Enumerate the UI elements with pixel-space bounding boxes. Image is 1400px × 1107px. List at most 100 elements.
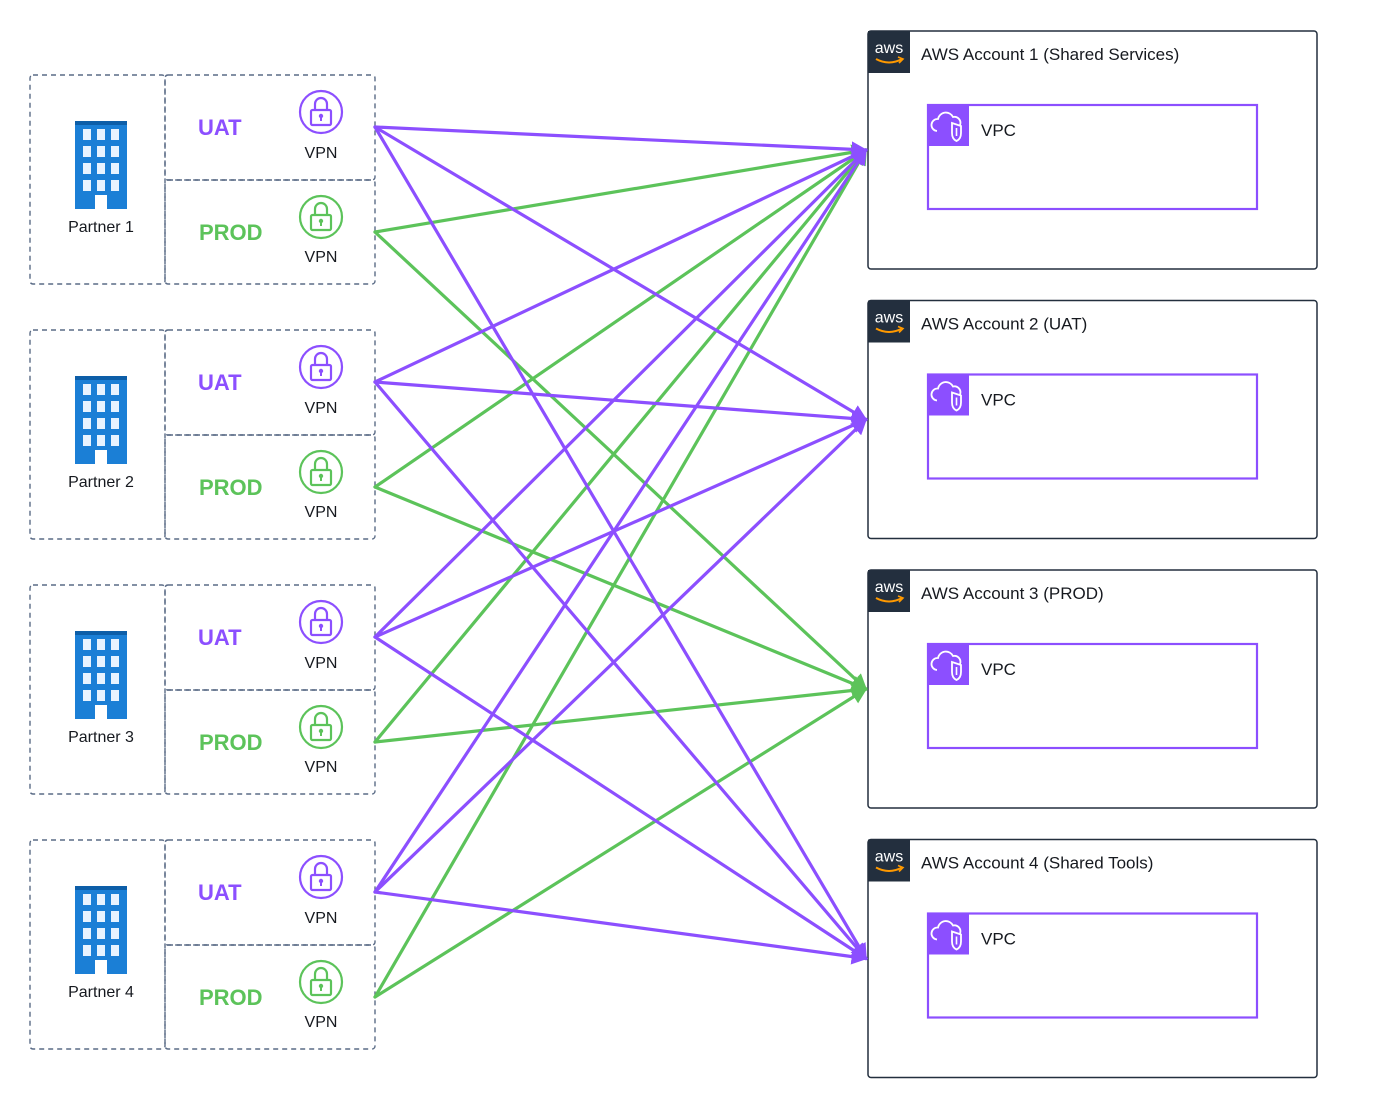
vpn-label: VPN [305, 759, 338, 776]
vpc-label: VPC [981, 391, 1016, 410]
prod-connection-line [373, 144, 868, 234]
uat-label: UAT [198, 115, 242, 140]
padlock-icon [298, 344, 344, 390]
padlock-icon [298, 599, 344, 645]
building-icon [75, 631, 127, 719]
prod-connection-line [373, 687, 868, 999]
vpc-cloud-shield-icon [928, 374, 969, 416]
padlock-icon [298, 959, 344, 1005]
vpn-label: VPN [305, 400, 338, 417]
uat-connection-line [373, 148, 868, 639]
aws-logo-text: aws [875, 579, 903, 596]
vpc-label: VPC [981, 930, 1016, 949]
uat-vpn-box [164, 839, 376, 946]
uat-vpn-box [164, 329, 376, 436]
vpn-label: VPN [305, 1014, 338, 1031]
uat-label: UAT [198, 880, 242, 905]
uat-connection-line [373, 148, 868, 384]
uat-connection-line [373, 417, 868, 894]
partner-box [29, 584, 166, 795]
partner-label: Partner 2 [68, 474, 134, 491]
uat-connection-line [373, 635, 868, 961]
aws-account-box: aws AWS Account 3 (PROD) VPC [867, 569, 1318, 809]
partner-label: Partner 1 [68, 219, 134, 236]
aws-logo-text: aws [875, 310, 903, 327]
partner-box [29, 839, 166, 1050]
padlock-icon [298, 194, 344, 240]
partner-group: Partner 1 UAT VPN PROD VPN [29, 74, 376, 285]
aws-logo-text: aws [875, 849, 903, 866]
padlock-icon [298, 854, 344, 900]
prod-connection-line [373, 682, 868, 744]
aws-account-box: aws AWS Account 2 (UAT) VPC [867, 299, 1318, 540]
partner-group: Partner 2 UAT VPN PROD VPN [29, 329, 376, 540]
padlock-icon [298, 449, 344, 495]
account-title: AWS Account 3 (PROD) [921, 584, 1104, 603]
uat-connection-line [373, 417, 868, 639]
prod-label: PROD [199, 475, 263, 500]
uat-vpn-box [164, 584, 376, 691]
aws-account-box: aws AWS Account 4 (Shared Tools) VPC [867, 838, 1318, 1079]
uat-label: UAT [198, 370, 242, 395]
prod-connection-line [373, 230, 868, 691]
vpc-box [926, 642, 1259, 750]
uat-connection-line [373, 380, 868, 427]
vpc-label: VPC [981, 121, 1016, 140]
prod-vpn-box [164, 179, 376, 285]
account-title: AWS Account 1 (Shared Services) [921, 45, 1179, 64]
aws-account-box: aws AWS Account 1 (Shared Services) VPC [867, 30, 1318, 270]
account-frame [867, 30, 1318, 270]
vpc-label: VPC [981, 660, 1016, 679]
vpc-cloud-shield-icon [928, 913, 969, 955]
partner-box [29, 329, 166, 540]
prod-label: PROD [199, 220, 263, 245]
partner-label: Partner 4 [68, 984, 134, 1001]
aws-logo-text: aws [875, 40, 903, 57]
aws-logo-icon: aws [868, 570, 910, 612]
aws-logo-icon: aws [868, 31, 910, 73]
vpn-label: VPN [305, 145, 338, 162]
account-frame [867, 299, 1318, 540]
uat-connection-line [373, 890, 868, 965]
prod-connection-line [373, 148, 868, 999]
vpn-label: VPN [305, 249, 338, 266]
building-icon [75, 376, 127, 464]
vpc-box [926, 912, 1259, 1019]
aws-logo-icon: aws [868, 300, 910, 343]
prod-vpn-box [164, 434, 376, 540]
vpc-cloud-shield-icon [928, 105, 969, 146]
vpc-box [926, 373, 1259, 480]
uat-connection-line [373, 125, 868, 422]
uat-connection-line [373, 125, 868, 961]
account-title: AWS Account 4 (Shared Tools) [921, 854, 1153, 873]
partner-group: Partner 3 UAT VPN PROD VPN [29, 584, 376, 795]
prod-connection-line [373, 485, 868, 691]
uat-connection-line [373, 380, 868, 961]
vpn-label: VPN [305, 655, 338, 672]
uat-vpn-box [164, 74, 376, 181]
account-frame [867, 569, 1318, 809]
prod-vpn-box [164, 944, 376, 1050]
uat-connection-line [373, 148, 868, 894]
partner-label: Partner 3 [68, 729, 134, 746]
uat-label: UAT [198, 625, 242, 650]
partner-box [29, 74, 166, 285]
padlock-icon [298, 704, 344, 750]
prod-vpn-box [164, 689, 376, 795]
prod-connection-line [373, 148, 868, 489]
prod-label: PROD [199, 730, 263, 755]
prod-connection-line [373, 148, 868, 744]
vpn-label: VPN [305, 910, 338, 927]
vpn-label: VPN [305, 504, 338, 521]
padlock-icon [298, 89, 344, 135]
aws-logo-icon: aws [868, 839, 910, 882]
building-icon [75, 886, 127, 974]
building-icon [75, 121, 127, 209]
uat-connection-line [373, 125, 868, 158]
vpc-box [926, 103, 1259, 211]
account-title: AWS Account 2 (UAT) [921, 315, 1087, 334]
vpc-cloud-shield-icon [928, 644, 969, 685]
account-frame [867, 838, 1318, 1079]
